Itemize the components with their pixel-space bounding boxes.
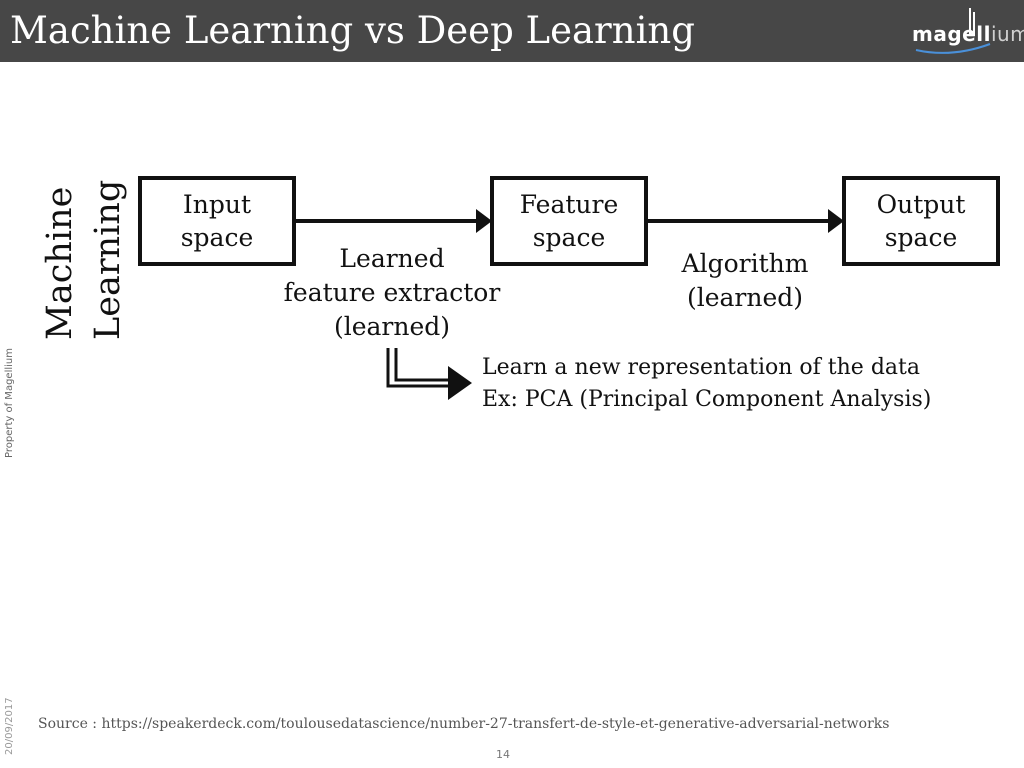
- page-number: 14: [496, 748, 510, 761]
- edge-label-algorithm: Algorithm (learned): [660, 247, 830, 315]
- logo-text-part1: mage: [912, 22, 977, 46]
- node-output-line1: Output: [876, 190, 966, 219]
- edge-label-extractor-line1: Learned: [339, 244, 445, 273]
- node-output-line2: space: [884, 223, 958, 252]
- logo-swoosh-icon: [915, 8, 991, 54]
- node-input-line1: Input: [182, 190, 252, 219]
- note-line1: Learn a new representation of the data: [482, 355, 920, 380]
- node-feature-line1: Feature: [519, 190, 619, 219]
- edge-label-algorithm-line2: (learned): [686, 283, 804, 312]
- note-line2: Ex: PCA (Principal Component Analysis): [482, 387, 932, 412]
- logo-text: magellium: [912, 22, 1024, 46]
- node-input-line2: space: [180, 223, 254, 252]
- edge-feature-output-head: [828, 209, 844, 233]
- edge-label-algorithm-line1: Algorithm: [681, 249, 809, 278]
- node-output-space: Output space: [842, 176, 1000, 266]
- slide-title: Machine Learning vs Deep Learning: [10, 9, 695, 52]
- representation-note: Learn a new representation of the data E…: [482, 352, 931, 416]
- edge-label-extractor-line2: feature extractor: [283, 278, 501, 307]
- magellium-logo: magellium: [912, 6, 1024, 58]
- node-input-space: Input space: [138, 176, 296, 266]
- source-citation: Source : https://speakerdeck.com/toulous…: [38, 716, 890, 732]
- note-arrow: [386, 348, 452, 388]
- slide-header: Machine Learning vs Deep Learning magell…: [0, 0, 1024, 62]
- logo-text-part3: ium: [990, 22, 1024, 46]
- edge-label-extractor: Learned feature extractor (learned): [276, 242, 508, 344]
- note-arrow-head: [448, 366, 472, 400]
- node-feature-line2: space: [532, 223, 606, 252]
- edge-input-feature-head: [476, 209, 492, 233]
- logo-text-part2: ll: [976, 22, 991, 46]
- edge-label-extractor-line3: (learned): [333, 312, 451, 341]
- node-feature-space: Feature space: [490, 176, 648, 266]
